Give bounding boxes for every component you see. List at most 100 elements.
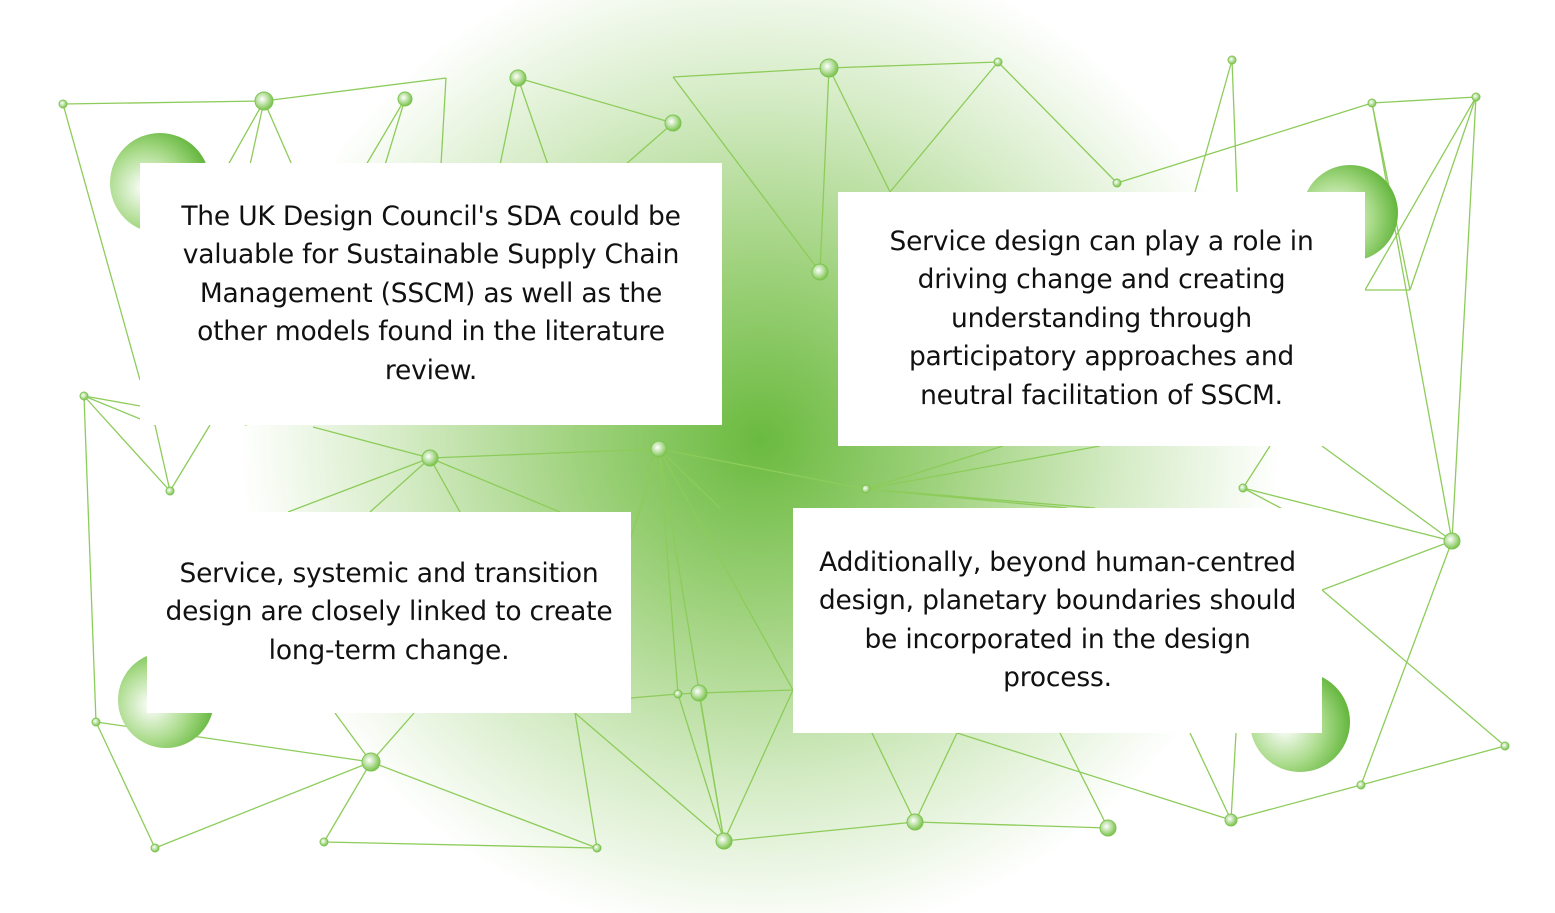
text-box-service-design-role: Service design can play a role in drivin…: [838, 192, 1365, 446]
network-node: [1238, 483, 1248, 493]
network-edge: [1242, 445, 1271, 489]
network-edge: [62, 103, 141, 381]
network-edge: [334, 712, 372, 763]
network-edge: [672, 67, 830, 78]
text-box-linked-design: Service, systemic and transition design …: [147, 512, 631, 713]
network-edge: [1189, 732, 1232, 821]
network-edge: [889, 61, 999, 193]
network-edge: [499, 77, 519, 166]
network-node: [1227, 55, 1237, 65]
network-edge: [574, 712, 598, 849]
network-node: [1112, 178, 1122, 188]
network-node: [664, 114, 682, 132]
network-edge: [1194, 59, 1233, 193]
network-edge: [630, 693, 679, 699]
network-edge: [677, 693, 725, 842]
network-edge: [1360, 540, 1453, 786]
network-edge: [658, 448, 679, 695]
network-node: [1356, 780, 1366, 790]
network-edge: [370, 712, 415, 763]
text-box-sda: The UK Design Council's SDA could be val…: [140, 163, 722, 425]
network-node: [592, 843, 602, 853]
network-edge: [1116, 102, 1373, 184]
network-node: [79, 391, 89, 401]
network-edge: [429, 457, 561, 513]
network-edge: [997, 61, 1118, 184]
network-edge: [1371, 96, 1477, 104]
network-edge: [865, 445, 1101, 490]
network-edge: [574, 712, 725, 842]
network-node: [397, 91, 413, 107]
network-edge: [828, 67, 891, 193]
network-edge: [1231, 59, 1238, 193]
text-box-planetary-boundaries: Additionally, beyond human-centred desig…: [793, 508, 1322, 733]
network-edge: [369, 457, 431, 513]
network-edge: [263, 100, 293, 166]
network-node: [361, 752, 381, 772]
network-edge: [698, 689, 794, 694]
network-edge: [672, 76, 821, 273]
network-node: [1500, 741, 1510, 751]
network-edge: [384, 98, 406, 166]
box-text: Service, systemic and transition design …: [165, 557, 613, 666]
network-node: [993, 57, 1003, 67]
network-edge: [62, 100, 265, 105]
network-edge: [517, 77, 674, 124]
network-edge: [227, 100, 265, 166]
network-edge: [95, 721, 156, 849]
network-edge: [154, 424, 171, 492]
network-node: [673, 689, 683, 699]
network-edge: [956, 732, 1232, 821]
network-node: [1367, 98, 1377, 108]
network-edge: [828, 61, 999, 69]
network-edge: [658, 448, 867, 490]
network-edge: [723, 689, 794, 842]
network-node: [690, 684, 708, 702]
network-edge: [1451, 96, 1477, 542]
network-edge: [914, 821, 1109, 829]
network-edge: [1321, 589, 1506, 747]
network-edge: [249, 100, 265, 166]
network-edge: [83, 395, 97, 723]
network-edge: [323, 841, 598, 849]
network-edge: [658, 448, 794, 691]
network-edge: [312, 426, 431, 459]
network-edge: [865, 445, 1004, 490]
network-edge: [83, 395, 171, 492]
network-edge: [429, 448, 660, 459]
box-text: The UK Design Council's SDA could be val…: [181, 200, 681, 386]
network-node: [58, 99, 68, 109]
network-node: [819, 58, 839, 78]
network-edge: [440, 77, 447, 166]
network-edge: [154, 761, 372, 849]
network-edge: [287, 457, 431, 513]
network-edge: [624, 122, 674, 166]
network-node: [1099, 819, 1117, 837]
network-edge: [517, 77, 549, 166]
network-edge: [819, 67, 830, 273]
network-node: [319, 837, 329, 847]
network-edge: [1242, 487, 1453, 542]
network-edge: [698, 692, 725, 842]
network-edge: [1321, 540, 1453, 591]
network-edge: [865, 488, 1096, 509]
network-edge: [169, 424, 211, 492]
network-node: [715, 832, 733, 850]
network-node: [509, 69, 527, 87]
network-edge: [1059, 732, 1109, 829]
network-edge: [914, 732, 958, 823]
network-edge: [323, 761, 372, 843]
network-edge: [1371, 102, 1453, 542]
network-edge: [370, 761, 598, 849]
network-edge: [723, 821, 916, 842]
network-node: [906, 813, 924, 831]
network-node: [150, 843, 160, 853]
box-text: Service design can play a role in drivin…: [889, 225, 1314, 411]
network-node: [1471, 92, 1481, 102]
network-node: [254, 91, 274, 111]
network-edge: [1409, 96, 1477, 291]
network-edge: [429, 457, 461, 513]
network-edge: [263, 77, 447, 102]
network-edge: [1230, 784, 1362, 821]
